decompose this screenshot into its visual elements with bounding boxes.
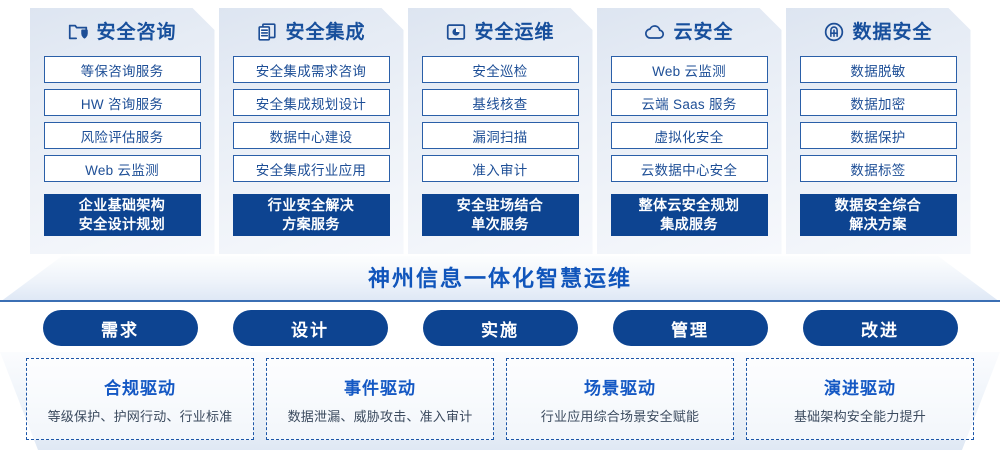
service-column-cloud-security: 云安全 Web 云监测 云端 Saas 服务 虚拟化安全 云数据中心安全 整体云…	[597, 8, 782, 254]
column-header: 安全集成	[233, 8, 390, 56]
service-highlight-line1: 行业安全解决	[267, 197, 355, 213]
service-highlight-line2: 安全设计规划	[78, 216, 166, 232]
service-item[interactable]: 数据标签	[800, 155, 957, 182]
column-header: 安全运维	[422, 8, 579, 56]
service-item[interactable]: 数据加密	[800, 89, 957, 116]
column-header: 云安全	[611, 8, 768, 56]
phase-pill-management[interactable]: 管理	[612, 310, 768, 346]
driver-title: 合规驱动	[104, 378, 176, 398]
service-item[interactable]: 数据中心建设	[233, 122, 390, 149]
service-item[interactable]: 虚拟化安全	[611, 122, 768, 149]
service-item[interactable]: 云端 Saas 服务	[611, 89, 768, 116]
column-title: 安全集成	[285, 21, 366, 43]
service-item[interactable]: HW 咨询服务	[44, 89, 201, 116]
service-item[interactable]: Web 云监测	[44, 155, 201, 182]
service-item[interactable]: Web 云监测	[611, 56, 768, 83]
service-item[interactable]: 等保咨询服务	[44, 56, 201, 83]
service-item[interactable]: 安全集成行业应用	[233, 155, 390, 182]
phase-pill-design[interactable]: 设计	[232, 310, 388, 346]
service-column-security-operations: 安全运维 安全巡检 基线核查 漏洞扫描 准入审计 安全驻场结合 单次服务	[408, 8, 593, 254]
column-title: 云安全	[673, 21, 734, 43]
service-column-security-integration: 安全集成 安全集成需求咨询 安全集成规划设计 数据中心建设 安全集成行业应用 行…	[219, 8, 404, 254]
service-item[interactable]: 数据保护	[800, 122, 957, 149]
service-highlight[interactable]: 整体云安全规划 集成服务	[611, 194, 768, 236]
driver-title: 演进驱动	[824, 378, 896, 398]
service-item[interactable]: 风险评估服务	[44, 122, 201, 149]
column-items: Web 云监测 云端 Saas 服务 虚拟化安全 云数据中心安全 整体云安全规划…	[611, 56, 768, 236]
driver-title: 事件驱动	[344, 378, 416, 398]
phase-pill-improvement[interactable]: 改进	[802, 310, 958, 346]
service-item[interactable]: 云数据中心安全	[611, 155, 768, 182]
driver-card-compliance[interactable]: 合规驱动 等级保护、护网行动、行业标准	[26, 358, 254, 440]
platform-banner-title: 神州信息一体化智慧运维	[367, 266, 632, 291]
column-header: 安全咨询	[44, 8, 201, 56]
driver-card-evolution[interactable]: 演进驱动 基础架构安全能力提升	[746, 358, 974, 440]
cloud-icon	[644, 21, 666, 43]
folder-shield-icon	[67, 21, 89, 43]
phase-pill-implementation[interactable]: 实施	[422, 310, 578, 346]
service-highlight-line1: 企业基础架构	[78, 197, 166, 213]
column-items: 安全集成需求咨询 安全集成规划设计 数据中心建设 安全集成行业应用 行业安全解决…	[233, 56, 390, 236]
service-highlight[interactable]: 企业基础架构 安全设计规划	[44, 194, 201, 236]
service-item[interactable]: 数据脱敏	[800, 56, 957, 83]
driver-subtitle: 等级保护、护网行动、行业标准	[47, 408, 233, 424]
stacked-documents-icon	[256, 21, 278, 43]
service-highlight[interactable]: 安全驻场结合 单次服务	[422, 194, 579, 236]
fingerprint-icon	[823, 21, 845, 43]
column-items: 等保咨询服务 HW 咨询服务 风险评估服务 Web 云监测 企业基础架构 安全设…	[44, 56, 201, 236]
service-highlight-line2: 方案服务	[282, 216, 340, 232]
service-highlight-line1: 安全驻场结合	[456, 197, 544, 213]
service-item[interactable]: 漏洞扫描	[422, 122, 579, 149]
column-items: 安全巡检 基线核查 漏洞扫描 准入审计 安全驻场结合 单次服务	[422, 56, 579, 236]
service-item[interactable]: 准入审计	[422, 155, 579, 182]
driver-subtitle: 数据泄漏、威胁攻击、准入审计	[287, 408, 473, 424]
service-item[interactable]: 基线核查	[422, 89, 579, 116]
service-highlight-line2: 解决方案	[849, 216, 907, 232]
platform-banner: 神州信息一体化智慧运维	[0, 256, 1000, 302]
column-title: 数据安全	[852, 21, 933, 43]
service-highlight-line2: 集成服务	[660, 216, 718, 232]
service-highlight-line1: 数据安全综合	[834, 197, 922, 213]
service-highlight-line2: 单次服务	[471, 216, 529, 232]
column-header: 数据安全	[800, 8, 957, 56]
service-column-security-consulting: 安全咨询 等保咨询服务 HW 咨询服务 风险评估服务 Web 云监测 企业基础架…	[30, 8, 215, 254]
drivers-row: 合规驱动 等级保护、护网行动、行业标准 事件驱动 数据泄漏、威胁攻击、准入审计 …	[0, 358, 1000, 444]
service-highlight-line1: 整体云安全规划	[638, 197, 740, 213]
driver-subtitle: 基础架构安全能力提升	[793, 408, 926, 424]
service-highlight[interactable]: 行业安全解决 方案服务	[233, 194, 390, 236]
phase-pills: 需求 设计 实施 管理 改进	[0, 310, 1000, 348]
column-title: 安全运维	[474, 21, 555, 43]
banner-baseline	[0, 300, 1000, 302]
service-item[interactable]: 安全集成规划设计	[233, 89, 390, 116]
driver-subtitle: 行业应用综合场景安全赋能	[540, 408, 700, 424]
driver-title: 场景驱动	[584, 378, 656, 398]
driver-card-scenario[interactable]: 场景驱动 行业应用综合场景安全赋能	[506, 358, 734, 440]
column-items: 数据脱敏 数据加密 数据保护 数据标签 数据安全综合 解决方案	[800, 56, 957, 236]
monitor-chart-icon	[445, 21, 467, 43]
driver-card-incident[interactable]: 事件驱动 数据泄漏、威胁攻击、准入审计	[266, 358, 494, 440]
service-item[interactable]: 安全集成需求咨询	[233, 56, 390, 83]
service-item[interactable]: 安全巡检	[422, 56, 579, 83]
service-columns: 安全咨询 等保咨询服务 HW 咨询服务 风险评估服务 Web 云监测 企业基础架…	[0, 8, 1000, 256]
column-title: 安全咨询	[96, 21, 177, 43]
service-column-data-security: 数据安全 数据脱敏 数据加密 数据保护 数据标签 数据安全综合 解决方案	[786, 8, 971, 254]
phase-pill-requirements[interactable]: 需求	[42, 310, 198, 346]
service-highlight[interactable]: 数据安全综合 解决方案	[800, 194, 957, 236]
